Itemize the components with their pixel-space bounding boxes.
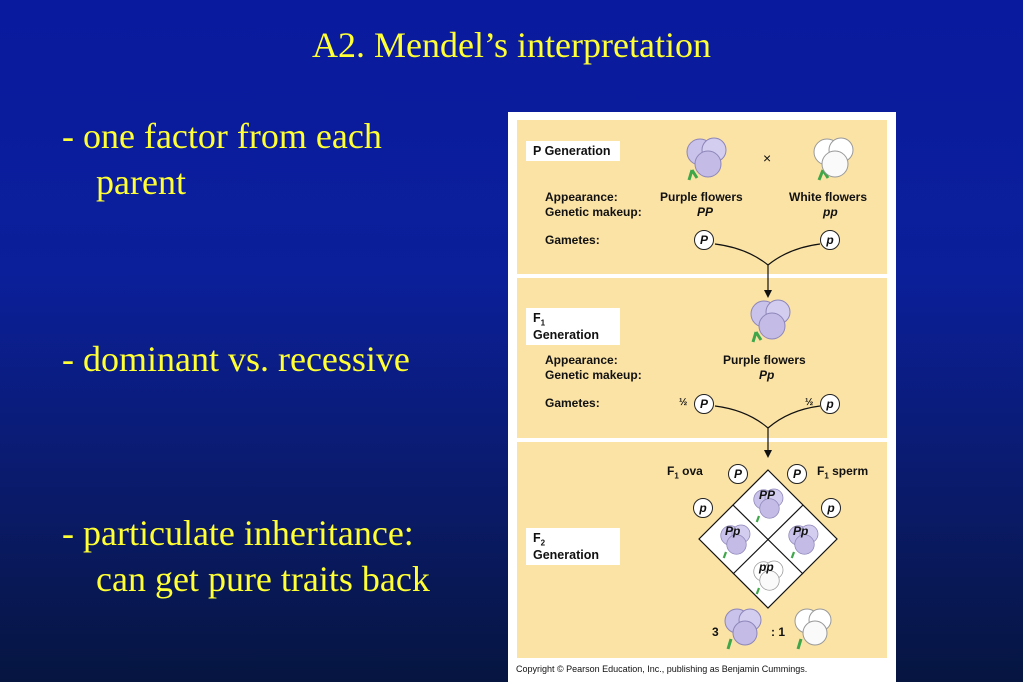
ova-dominant: P xyxy=(728,464,748,484)
p-generation-drawing xyxy=(686,137,854,274)
f1-ova-label: F1 ova xyxy=(667,464,703,481)
slide-title: A2. Mendel’s interpretation xyxy=(312,25,711,65)
gametes-label: Gametes: xyxy=(545,396,600,410)
f2-generation-panel: F2 Generation F1 ova F1 sperm xyxy=(517,438,887,658)
genetic-makeup-label: Genetic makeup: xyxy=(545,205,642,219)
cross-lines xyxy=(714,405,821,438)
ova-recessive: p xyxy=(693,498,713,518)
sperm-dominant: P xyxy=(787,464,807,484)
purple-flower-icon xyxy=(686,137,727,181)
cross-lines xyxy=(714,243,821,274)
bullet-line: - dominant vs. recessive xyxy=(62,339,410,379)
ratio-one: : 1 xyxy=(771,625,786,639)
gamete-recessive: p xyxy=(820,394,840,414)
punnett-square-drawing xyxy=(698,438,838,650)
appearance-label: Appearance: xyxy=(545,190,618,204)
purple-flower-icon xyxy=(720,524,751,559)
purple-flowers-label: Purple flowers xyxy=(660,190,743,204)
purple-flower-icon xyxy=(750,299,791,343)
gamete-dominant: P xyxy=(694,394,714,414)
bullet-line: - one factor from each xyxy=(62,116,382,156)
gametes-label: Gametes: xyxy=(545,233,600,247)
genetic-makeup-label: Genetic makeup: xyxy=(545,368,642,382)
f1-sperm-label: F1 sperm xyxy=(817,464,869,481)
f1-generation-label: F1 Generation xyxy=(526,308,620,345)
fraction-left: ½ xyxy=(679,397,688,408)
copyright-notice: Copyright © Pearson Education, Inc., pub… xyxy=(516,664,808,674)
fraction-right: ½ xyxy=(805,397,814,408)
purple-flowers-label: Purple flowers xyxy=(723,353,806,367)
p-generation-label: P Generation xyxy=(526,141,620,161)
white-flower-icon xyxy=(794,608,832,650)
genotype-pp-recessive: pp xyxy=(823,205,838,219)
bullet-particulate-inheritance: - particulate inheritance: can get pure … xyxy=(62,510,430,602)
cell-pp-homozygous-dominant: PP xyxy=(759,488,776,502)
gamete-recessive: p xyxy=(820,230,840,250)
f1-generation-drawing xyxy=(714,274,821,438)
f1-generation-panel: F1 Generation Appearance: Genetic makeup… xyxy=(517,274,887,438)
purple-flower-icon xyxy=(724,608,762,650)
mendel-cross-figure: P Generation Appearance: Genetic makeup:… xyxy=(508,112,896,682)
bullet-dominant-recessive: - dominant vs. recessive xyxy=(62,336,410,382)
sperm-recessive: p xyxy=(821,498,841,518)
appearance-label: Appearance: xyxy=(545,353,618,367)
ratio-three: 3 xyxy=(712,625,719,639)
white-flowers-label: White flowers xyxy=(789,190,868,204)
genotype-pp-dominant: PP xyxy=(697,205,714,219)
white-flower-icon xyxy=(753,560,784,595)
f2-generation-label: F2 Generation xyxy=(526,528,620,565)
punnett-square xyxy=(698,469,838,609)
cross-symbol: × xyxy=(763,150,772,166)
purple-flower-icon xyxy=(788,524,819,559)
genotype-heterozygous: Pp xyxy=(759,368,775,382)
bullet-one-factor: - one factor from each parent xyxy=(62,113,382,205)
bullet-line: - particulate inheritance: xyxy=(62,513,414,553)
cell-pp-heterozygous-left: Pp xyxy=(725,524,741,538)
bullet-continuation: can get pure traits back xyxy=(96,559,430,599)
bullet-continuation: parent xyxy=(96,162,186,202)
p-generation-panel: P Generation Appearance: Genetic makeup:… xyxy=(517,120,887,274)
cell-pp-heterozygous-right: Pp xyxy=(793,524,809,538)
gamete-dominant: P xyxy=(694,230,714,250)
purple-flower-icon xyxy=(753,488,784,523)
cell-pp-homozygous-recessive: pp xyxy=(759,560,774,574)
white-flower-icon xyxy=(813,137,854,181)
